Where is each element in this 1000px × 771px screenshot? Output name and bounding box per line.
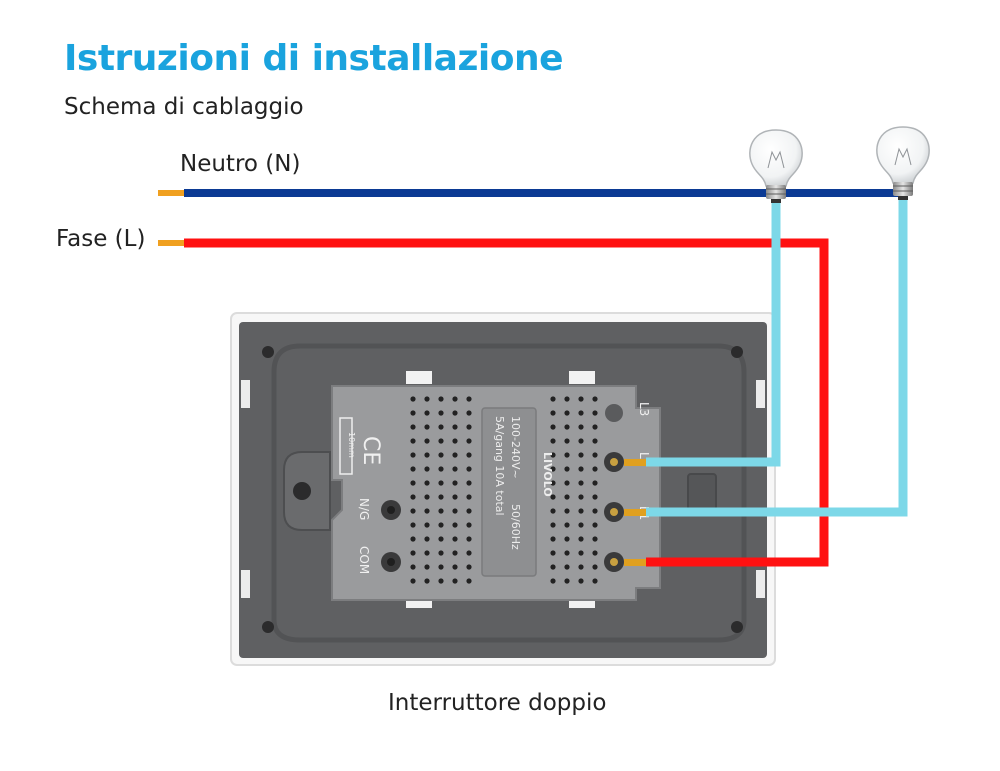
strip-gauge-label: 10mm [347,432,356,458]
module-clip [569,371,595,384]
phase-wire [184,238,829,567]
ce-mark: CE [358,436,383,465]
phase-wire-lead [158,240,184,246]
terminal-lead [624,559,646,566]
corner-hole-icon [731,621,743,633]
page-subtitle: Schema di cablaggio [64,94,304,120]
side-tab [241,570,250,598]
terminal-screw-icon [605,404,623,422]
side-tab [241,380,250,408]
switch-caption: Interruttore doppio [388,690,607,716]
mounting-hole-icon [293,482,311,500]
rating-frequency: 50/60Hz [509,504,522,550]
terminal-screw-icon [610,458,618,466]
rating-label-area [481,407,537,577]
load-wire-l2 [646,200,781,467]
strip-gauge [339,417,353,475]
mounting-recess [687,473,717,511]
rating-voltage: 100-240V~ [509,416,522,479]
light-bulb-icon [876,126,930,200]
corner-hole-icon [262,346,274,358]
side-tab [756,380,765,408]
terminal-lead [624,509,646,516]
terminal-screw-icon [387,558,395,566]
plate-molding [271,343,747,643]
side-tab [756,570,765,598]
corner-hole-icon [731,346,743,358]
terminal-lead [624,459,646,466]
neutral-label: Neutro (N) [180,151,301,177]
rating-current: 5A/gang 10A total [493,416,506,516]
terminal-screw-icon [387,506,395,514]
corner-hole-icon [262,621,274,633]
phase-label: Fase (L) [56,226,146,252]
brand-logo: LIVOLO [541,452,554,497]
vent-grid [542,394,598,590]
terminal-label-l3: L3 [637,402,651,416]
neutral-wire-lead [158,190,184,196]
terminal-label-ng: N/G [357,498,371,520]
terminal-screw-icon [610,508,618,516]
terminal-label-com: COM [357,546,371,574]
module-clip [406,371,432,384]
terminal-screw-icon [610,558,618,566]
load-wire-l1 [646,200,908,517]
light-bulb-icon [749,129,803,203]
vent-grid [402,394,472,590]
page-title: Istruzioni di installazione [64,38,564,79]
